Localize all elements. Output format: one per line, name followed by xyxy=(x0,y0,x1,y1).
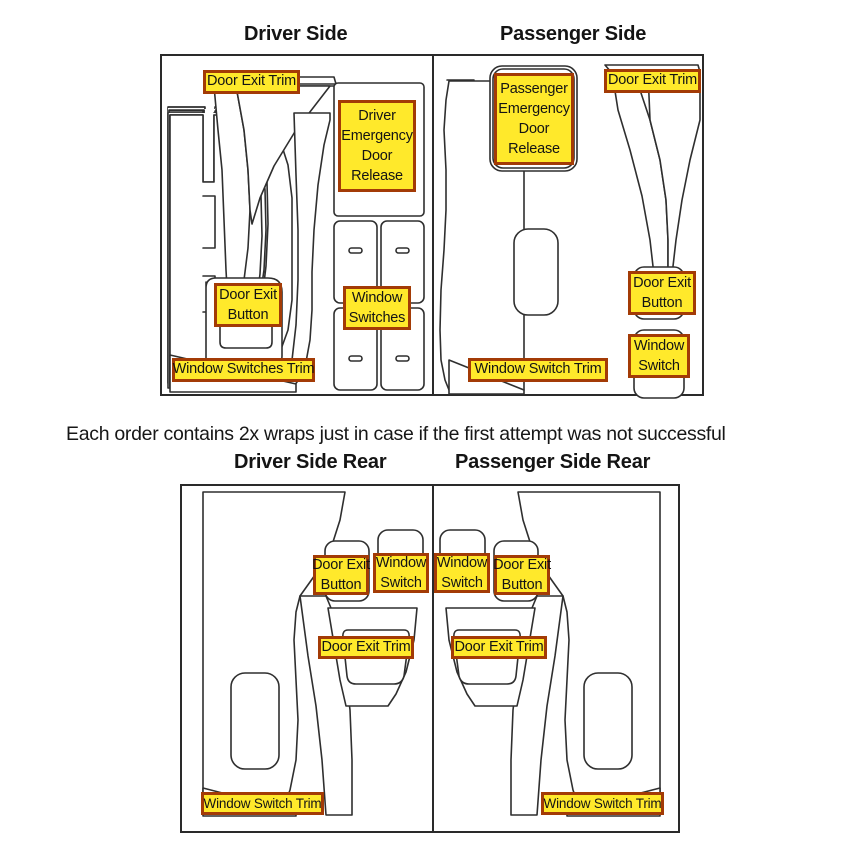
label-rear-passenger-window-switch[interactable]: Window Switch xyxy=(434,553,490,593)
label-front-driver-window-switches[interactable]: Window Switches xyxy=(343,286,411,330)
label-line: Button xyxy=(227,306,269,323)
label-line: Switch xyxy=(638,357,680,374)
label-line: Switches xyxy=(348,309,406,326)
order-note: Each order contains 2x wraps just in cas… xyxy=(66,423,726,445)
heading-driver-side-rear: Driver Side Rear xyxy=(234,451,387,473)
label-line: Switch xyxy=(380,574,422,591)
label-rear-passenger-door-exit-button[interactable]: Door Exit Button xyxy=(493,555,551,595)
label-line: Driver xyxy=(358,107,396,124)
label-line: Door Exit xyxy=(312,556,370,573)
label-rear-driver-window-switch[interactable]: Window Switch xyxy=(373,553,429,593)
rear-frame-divider xyxy=(432,484,434,833)
label-line: Door Exit xyxy=(493,556,551,573)
label-line: Door Exit Trim xyxy=(206,73,297,89)
label-line: Release xyxy=(351,167,403,184)
label-line: Window Switch Trim xyxy=(474,361,602,377)
label-line: Button xyxy=(320,576,362,593)
label-front-passenger-window-switch-trim[interactable]: Window Switch Trim xyxy=(468,358,608,382)
label-line: Door Exit xyxy=(219,286,277,303)
label-line: Passenger xyxy=(500,80,568,97)
label-line: Emergency xyxy=(498,100,570,117)
label-line: Button xyxy=(641,294,683,311)
label-front-passenger-window-switch[interactable]: Window Switch xyxy=(628,334,690,378)
label-line: Window Switch Trim xyxy=(203,795,322,811)
label-line: Window Switches Trim xyxy=(172,361,315,377)
label-passenger-emergency-door-release[interactable]: Passenger Emergency Door Release xyxy=(494,73,574,165)
label-line: Door Exit Trim xyxy=(321,638,411,655)
heading-driver-side: Driver Side xyxy=(244,23,348,45)
label-line: Door Exit Trim xyxy=(607,72,698,88)
label-rear-driver-door-exit-trim[interactable]: Door Exit Trim xyxy=(318,636,414,659)
label-line: Window xyxy=(633,337,685,354)
label-driver-emergency-door-release[interactable]: Driver Emergency Door Release xyxy=(338,100,416,192)
label-line: Door xyxy=(518,120,550,137)
label-line: Window Switch Trim xyxy=(543,795,662,811)
label-line: Window xyxy=(375,554,427,571)
front-frame-divider xyxy=(432,54,434,396)
label-front-passenger-door-exit-button[interactable]: Door Exit Button xyxy=(628,271,696,315)
label-line: Window xyxy=(351,289,403,306)
label-front-driver-window-switches-trim[interactable]: Window Switches Trim xyxy=(172,358,315,382)
label-line: Door Exit xyxy=(633,274,691,291)
label-rear-passenger-door-exit-trim[interactable]: Door Exit Trim xyxy=(451,636,547,659)
label-front-driver-door-exit-button[interactable]: Door Exit Button xyxy=(214,283,282,327)
label-rear-driver-window-switch-trim[interactable]: Window Switch Trim xyxy=(201,792,324,815)
label-line: Emergency xyxy=(341,127,413,144)
label-front-driver-door-exit-trim[interactable]: Door Exit Trim xyxy=(203,70,300,94)
label-line: Door Exit Trim xyxy=(454,638,544,655)
heading-passenger-side: Passenger Side xyxy=(500,23,647,45)
label-rear-passenger-window-switch-trim[interactable]: Window Switch Trim xyxy=(541,792,664,815)
label-line: Door xyxy=(361,147,393,164)
label-line: Window xyxy=(436,554,488,571)
heading-passenger-side-rear: Passenger Side Rear xyxy=(455,451,651,473)
label-rear-driver-door-exit-button[interactable]: Door Exit Button xyxy=(312,555,370,595)
label-line: Switch xyxy=(441,574,483,591)
label-line: Release xyxy=(508,140,560,157)
label-line: Button xyxy=(501,576,543,593)
label-front-passenger-door-exit-trim[interactable]: Door Exit Trim xyxy=(604,69,701,93)
